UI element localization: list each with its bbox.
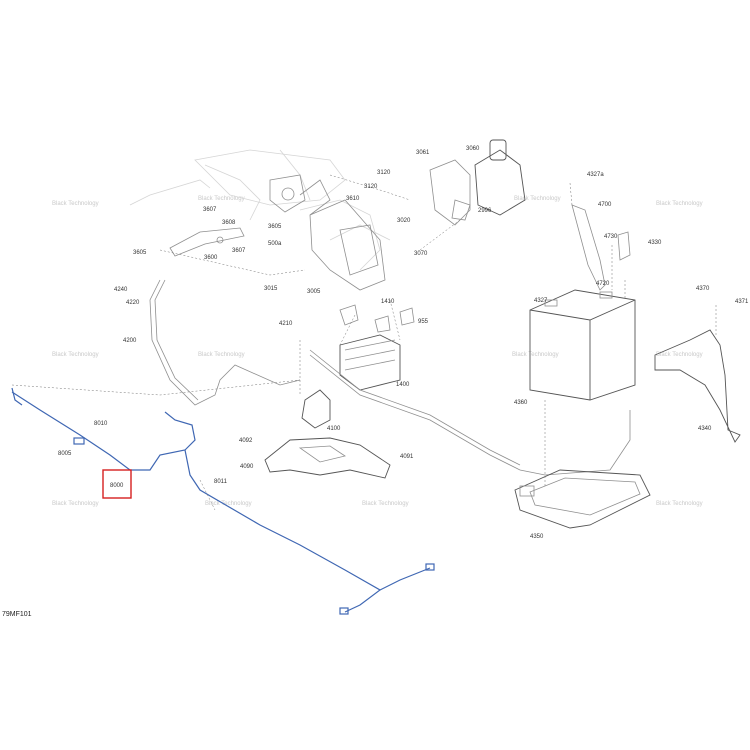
callout-500a: 500a [268, 241, 282, 247]
callout-4091: 4091 [400, 454, 414, 460]
battery-tray-4350 [514, 469, 651, 529]
callout-1400: 1400 [396, 382, 410, 388]
callout-4330: 4330 [648, 240, 662, 246]
callout-4327: 4327 [534, 298, 548, 304]
callout-3607: 3607 [203, 207, 217, 213]
callout-8005: 8005 [58, 451, 72, 457]
callout-3600: 3600 [204, 255, 218, 261]
module-assembly [301, 304, 415, 429]
figure-id: 79MF101 [2, 611, 32, 618]
watermarks: Black Technology Black Technology Black … [52, 196, 703, 507]
watermark: Black Technology [514, 196, 561, 202]
callout-3060: 3060 [466, 146, 480, 152]
watermark: Black Technology [656, 201, 703, 207]
callout-2996: 2996 [478, 208, 492, 214]
callout-4090: 4090 [240, 464, 254, 470]
callout-4700: 4700 [598, 202, 612, 208]
callout-955: 955 [418, 319, 429, 325]
callout-3020: 3020 [397, 218, 411, 224]
highlight-box[interactable] [102, 469, 132, 499]
callout-4100: 4100 [327, 426, 341, 432]
callout-4092: 4092 [239, 438, 253, 444]
bracket-assembly [169, 174, 386, 291]
callout-4327a: 4327a [587, 172, 604, 178]
callout-4220: 4220 [126, 300, 140, 306]
battery-4327 [529, 289, 636, 401]
watermark: Black Technology [52, 501, 99, 507]
callout-3005: 3005 [307, 289, 321, 295]
battery-strap-4700 [571, 204, 631, 291]
callout-4360: 4360 [514, 400, 528, 406]
cable-4200 [149, 279, 301, 406]
watermark: Black Technology [656, 352, 703, 358]
callout-8011: 8011 [214, 479, 228, 485]
callout-4730: 4730 [604, 234, 618, 240]
highlighted-callout[interactable]: 8000 [102, 469, 132, 499]
callout-4371: 4371 [735, 299, 749, 305]
bracket-4340 [654, 329, 741, 443]
callout-4340: 4340 [698, 426, 712, 432]
plate-4090 [264, 437, 391, 479]
callout-3070: 3070 [414, 251, 428, 257]
callout-8010: 8010 [94, 421, 108, 427]
callout-3015: 3015 [264, 286, 278, 292]
watermark: Black Technology [512, 352, 559, 358]
callout-3605: 3605 [268, 224, 282, 230]
callout-4210: 4210 [279, 321, 293, 327]
watermark: Black Technology [52, 201, 99, 207]
watermark: Black Technology [198, 196, 245, 202]
callout-4350: 4350 [530, 534, 544, 540]
callout-3605: 3605 [133, 250, 147, 256]
callout-1410: 1410 [381, 299, 395, 305]
callout-4200: 4200 [123, 338, 137, 344]
callout-3120: 3120 [377, 170, 391, 176]
watermark: Black Technology [205, 501, 252, 507]
callout-3120: 3120 [364, 184, 378, 190]
callout-4240: 4240 [114, 287, 128, 293]
cable-1400 [309, 349, 631, 476]
callout-4720: 4720 [596, 281, 610, 287]
wiring-harness-8000 [11, 387, 435, 615]
actuator-assembly [429, 139, 526, 226]
leader-lines [11, 174, 717, 511]
callouts: 3061 3060 3120 3120 3610 2996 3020 3070 … [58, 146, 749, 540]
callout-3610: 3610 [346, 196, 360, 202]
watermark: Black Technology [198, 352, 245, 358]
watermark: Black Technology [52, 352, 99, 358]
callout-3608: 3608 [222, 220, 236, 226]
callout-4370: 4370 [696, 286, 710, 292]
callout-3061: 3061 [416, 150, 430, 156]
watermark: Black Technology [656, 501, 703, 507]
frame-ghost [129, 149, 391, 271]
callout-3607: 3607 [232, 248, 246, 254]
watermark: Black Technology [362, 501, 409, 507]
callout-8000: 8000 [110, 483, 124, 489]
